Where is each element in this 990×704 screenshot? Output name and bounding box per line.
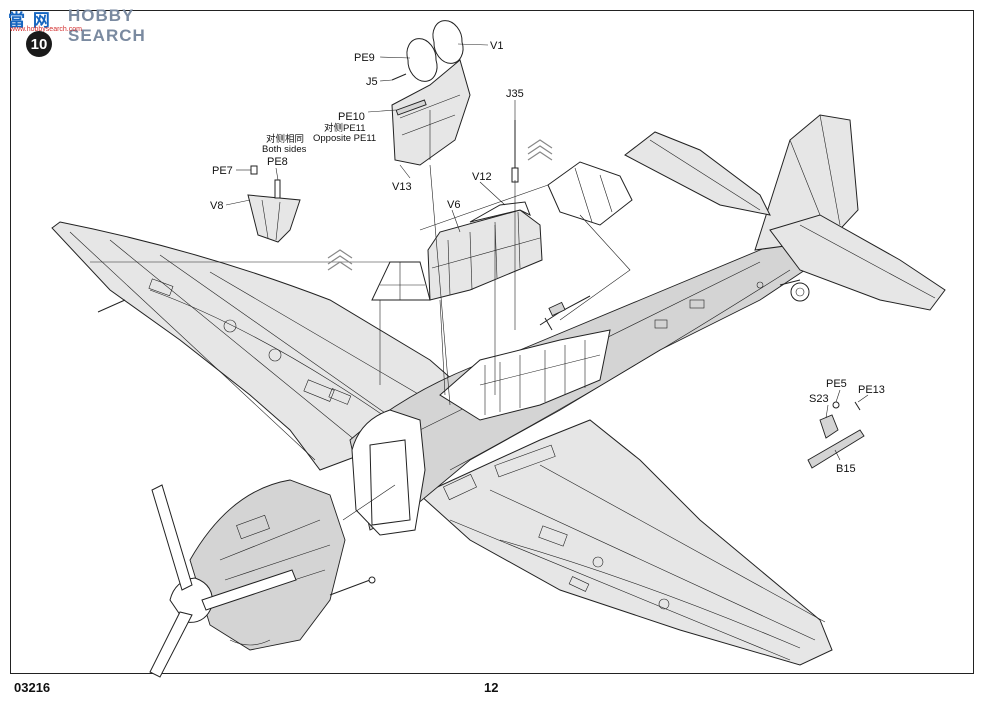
side-panel-group — [247, 165, 301, 243]
ring-pe9 — [406, 38, 438, 82]
propeller-blade-top — [151, 484, 193, 591]
port-wing — [51, 221, 471, 471]
tail-wheel — [790, 282, 810, 302]
callout-both-sides-cn: 对侧相同 — [266, 133, 304, 145]
callout-pe10-alt-cn: 对侧PE11 — [324, 122, 366, 134]
callout-s23: S23 — [809, 393, 829, 405]
callout-v13: V13 — [392, 181, 412, 193]
direction-arrows — [327, 139, 553, 271]
part-pe7 — [250, 165, 258, 175]
callout-pe10-alt-en: Opposite PE11 — [313, 133, 376, 144]
callout-b15: B15 — [836, 463, 856, 475]
watermark: 當 网 HOBBY SEARCH www.hobbysearch.com — [6, 2, 176, 45]
aircraft-illustration — [51, 114, 946, 666]
canopy-parts — [371, 161, 633, 331]
page-number: 12 — [484, 680, 499, 695]
headrest-v13 — [391, 59, 471, 166]
port-horizontal-stabilizer — [624, 131, 771, 216]
callout-pe9: PE9 — [354, 52, 375, 64]
callout-v6: V6 — [447, 199, 460, 211]
callout-v12: V12 — [472, 171, 492, 183]
propeller-blade-bottom — [149, 611, 193, 678]
detail-bracket-group — [807, 401, 865, 469]
armor-plate-group — [391, 20, 471, 166]
ring-v1 — [432, 20, 464, 64]
callout-both-sides-en: Both sides — [262, 144, 307, 155]
panel-v8 — [247, 194, 301, 243]
callout-v8: V8 — [210, 200, 223, 212]
cockpit-interior — [439, 329, 611, 421]
callout-v1: V1 — [490, 40, 503, 52]
callout-j5: J5 — [366, 76, 378, 88]
part-b15 — [807, 429, 865, 469]
page-frame — [10, 10, 974, 674]
kit-number: 03216 — [14, 680, 51, 695]
part-pe8 — [274, 179, 281, 199]
propeller-blade-right — [201, 569, 297, 611]
starboard-horizontal-stabilizer — [769, 214, 946, 311]
callout-pe10: PE10 — [338, 111, 365, 123]
starboard-wing — [419, 419, 833, 666]
watermark-url: www.hobbysearch.com — [10, 26, 82, 33]
part-j5 — [391, 73, 407, 81]
nose-cowl — [351, 409, 426, 536]
callout-pe13: PE13 — [858, 384, 885, 396]
assembly-guide-lines — [342, 164, 631, 521]
spinner — [169, 577, 213, 623]
windscreen-part — [371, 261, 431, 301]
step-number-badge: 10 — [26, 31, 52, 57]
callout-pe7: PE7 — [212, 165, 233, 177]
callout-pe8: PE8 — [267, 156, 288, 168]
watermark-text: HOBBY SEARCH — [68, 6, 146, 45]
engine-assembly — [149, 479, 376, 678]
callout-leaders — [225, 43, 869, 461]
part-s23 — [819, 414, 839, 439]
antenna-j35 — [511, 120, 519, 183]
callout-pe5: PE5 — [826, 378, 847, 390]
callout-j35: J35 — [506, 88, 524, 100]
engine-cowling — [189, 479, 346, 651]
watermark-logo: 當 网 — [8, 11, 51, 31]
part-pe13 — [854, 401, 861, 411]
canopy-middle-part-v6 — [427, 209, 543, 301]
